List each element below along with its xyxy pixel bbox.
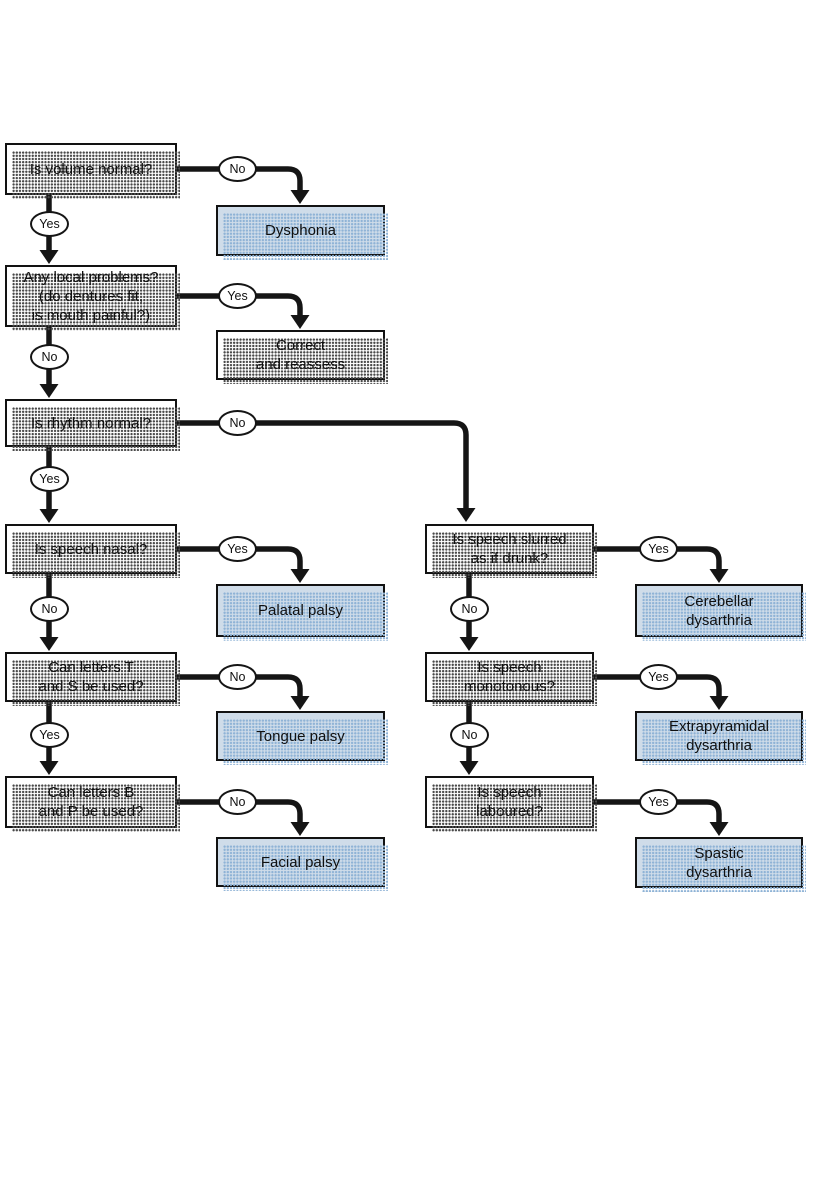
node-label: Is speech nasal? (34, 540, 148, 558)
edge-label-yes: Yes (30, 722, 69, 748)
node-label: Dysphonia (265, 222, 336, 239)
outcome-palatal-palsy: Palatal palsy (216, 584, 388, 641)
node-label: Cerebellar dysarthria (684, 592, 754, 629)
decision-speech-monotonous: Is speech monotonous? (425, 652, 597, 706)
decision-letters-t-s: Can letters T and S be used? (5, 652, 180, 706)
edge-label-no: No (218, 789, 257, 815)
outcome-tongue-palsy: Tongue palsy (216, 711, 388, 765)
edge-label-no: No (218, 156, 257, 182)
decision-rhythm-normal: Is rhythm normal? (5, 399, 180, 451)
edge-label-yes: Yes (639, 664, 678, 690)
node-label: Facial palsy (260, 853, 341, 871)
node-label: Can letters B and P be used? (38, 784, 144, 820)
node-label: Palatal palsy (257, 602, 344, 619)
node-label: Is rhythm normal? (30, 414, 152, 432)
node-label: Correct and reassess (255, 337, 346, 373)
outcome-spastic-dysarthria: Spastic dysarthria (635, 837, 806, 892)
node-label: Tongue palsy (256, 727, 345, 745)
node-label: Is speech monotonous? (464, 659, 555, 695)
decision-local-problems: Any local problems? (do dentures fit, is… (5, 265, 180, 331)
edge-label-yes: Yes (30, 466, 69, 492)
edge-label-yes: Yes (218, 283, 257, 309)
node-label: Is volume normal? (29, 160, 153, 178)
node-label: Is speech slurred as if drunk? (452, 531, 567, 567)
node-label: Can letters T and S be used? (38, 659, 144, 695)
edge-label-yes: Yes (218, 536, 257, 562)
decision-speech-nasal: Is speech nasal? (5, 524, 180, 578)
outcome-facial-palsy: Facial palsy (216, 837, 388, 891)
outcome-extrapyramidal-dysarthria: Extrapyramidal dysarthria (635, 711, 806, 765)
decision-speech-slurred: Is speech slurred as if drunk? (425, 524, 597, 578)
edge-label-yes: Yes (639, 536, 678, 562)
edge-label-yes: Yes (30, 211, 69, 237)
edge-label-no: No (450, 722, 489, 748)
outcome-dysphonia: Dysphonia (216, 205, 388, 260)
edge-label-no: No (30, 596, 69, 622)
edge-label-no: No (450, 596, 489, 622)
edge-label-no: No (218, 664, 257, 690)
edge-label-yes: Yes (639, 789, 678, 815)
decision-speech-laboured: Is speech laboured? (425, 776, 597, 832)
action-correct-reassess: Correct and reassess (216, 330, 388, 384)
edge-label-no: No (30, 344, 69, 370)
decision-volume-normal: Is volume normal? (5, 143, 180, 199)
node-label: Extrapyramidal dysarthria (668, 718, 770, 754)
node-label: Spastic dysarthria (686, 844, 752, 881)
node-label: Any local problems? (do dentures fit, is… (23, 268, 159, 324)
node-label: Is speech laboured? (476, 784, 543, 820)
edge-label-no: No (218, 410, 257, 436)
outcome-cerebellar-dysarthria: Cerebellar dysarthria (635, 584, 806, 641)
decision-letters-b-p: Can letters B and P be used? (5, 776, 180, 832)
